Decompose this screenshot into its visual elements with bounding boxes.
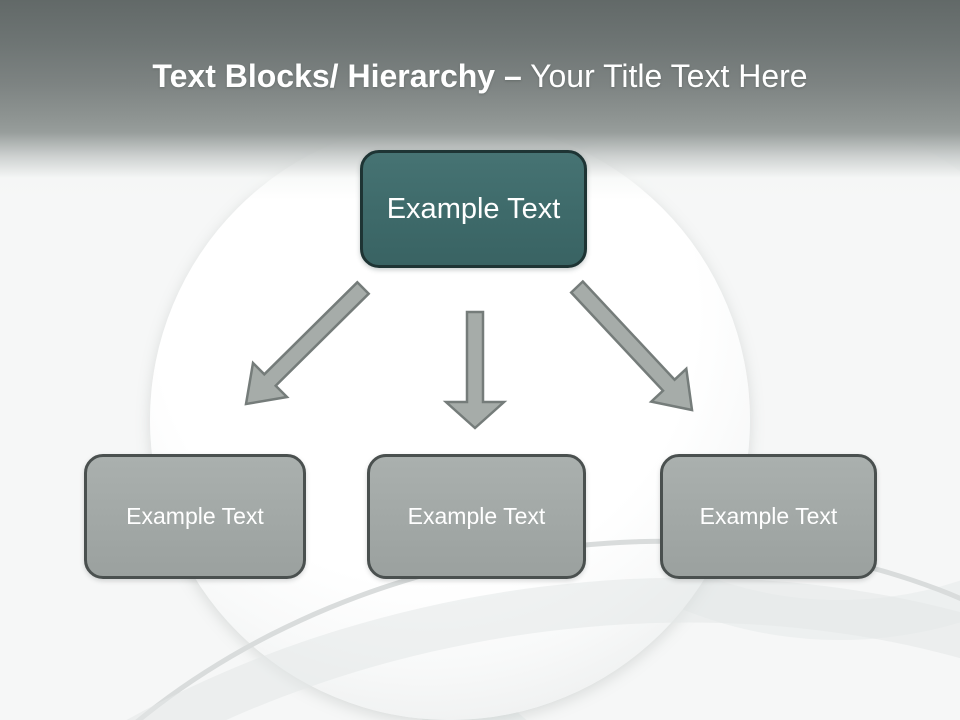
arrow-down-right-icon[interactable] [569, 279, 694, 412]
child-text-block-1[interactable]: Example Text [84, 454, 306, 579]
root-text-block[interactable]: Example Text [360, 150, 587, 268]
child-text-block-1-label: Example Text [126, 503, 264, 529]
child-text-block-3-label: Example Text [699, 503, 838, 529]
child-text-block-2[interactable]: Example Text [367, 454, 586, 579]
arrow-down-left-icon[interactable] [244, 280, 371, 406]
child-text-block-3[interactable]: Example Text [660, 454, 877, 579]
root-text-block-label: Example Text [386, 192, 561, 225]
arrow-down-icon[interactable] [442, 310, 508, 430]
child-text-block-2-label: Example Text [407, 503, 546, 529]
